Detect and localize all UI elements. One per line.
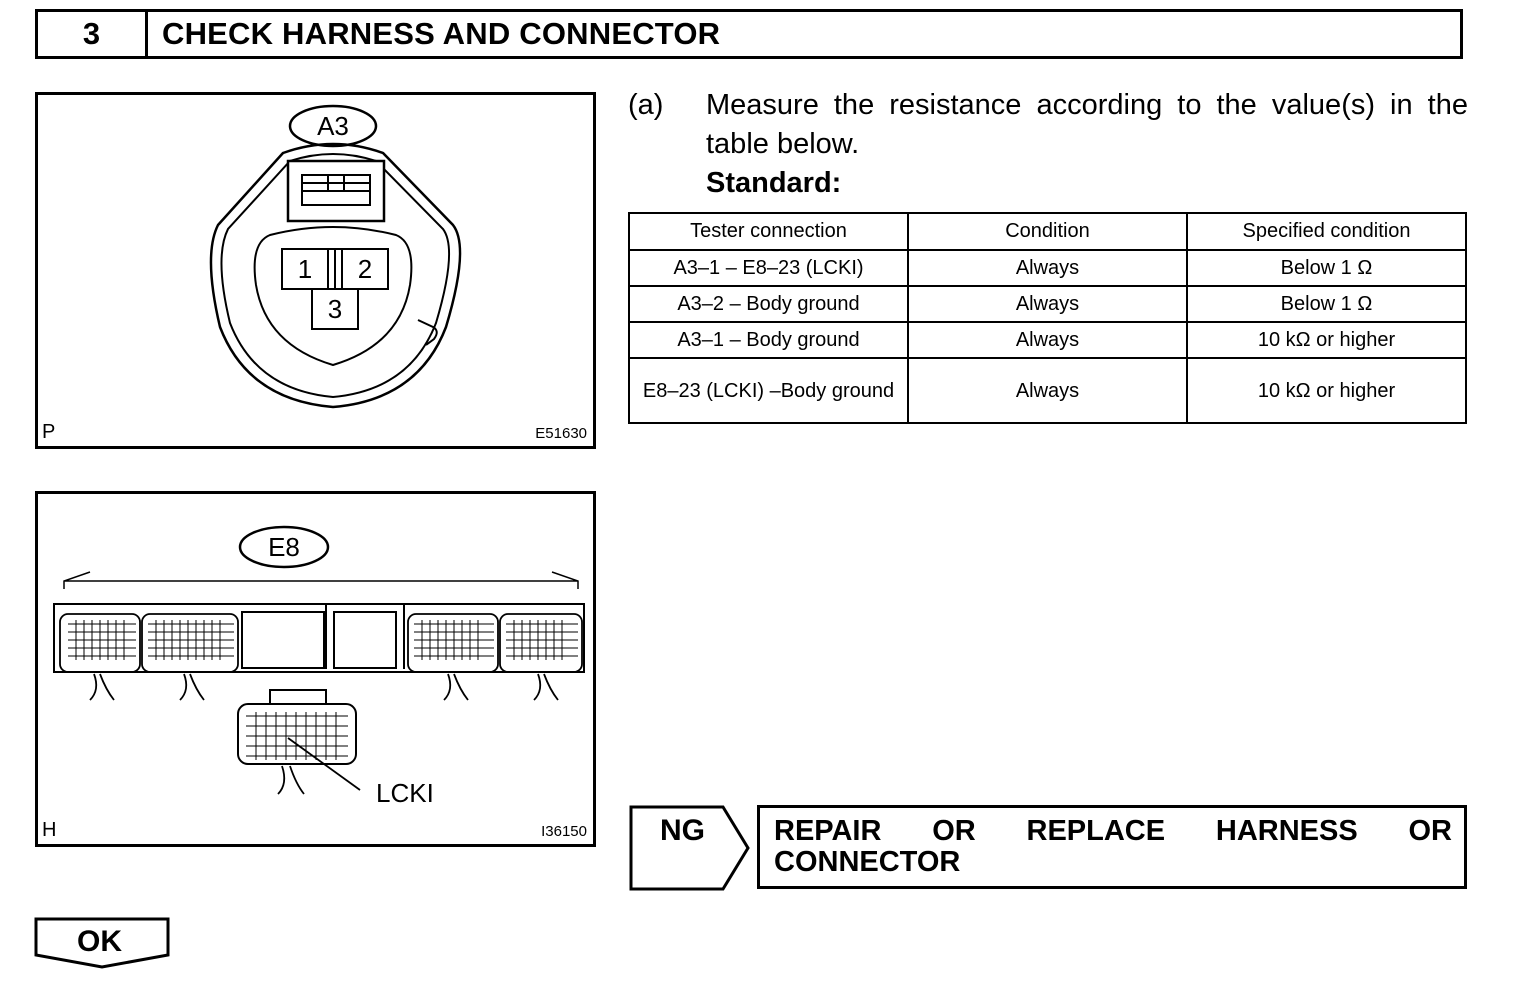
table-cell: A3–2 – Body ground <box>628 285 909 323</box>
table-row: A3–1 – E8–23 (LCKI) Always Below 1 Ω <box>628 249 1467 287</box>
e8-callout-label: E8 <box>268 532 300 562</box>
table-cell: Always <box>907 357 1188 424</box>
table-header: Specified condition <box>1186 212 1467 251</box>
ok-label: OK <box>77 925 122 958</box>
table-cell: 10 kΩ or higher <box>1186 357 1467 424</box>
e8-connector-drawing: E8 <box>53 525 585 808</box>
ng-arrow-icon <box>629 805 750 891</box>
figure-corner-letter: P <box>42 421 56 443</box>
ng-result-line1: REPAIR OR REPLACE HARNESS OR <box>774 816 1452 847</box>
ok-arrow-icon <box>34 917 170 969</box>
a3-connector-figure: A3 1 2 3 P E51630 <box>35 92 596 449</box>
ng-result-word: OR <box>932 815 976 847</box>
a3-pin-2: 2 <box>358 254 372 284</box>
table-row: E8–23 (LCKI) –Body ground Always 10 kΩ o… <box>628 357 1467 424</box>
a3-callout-label: A3 <box>317 111 349 141</box>
ng-label: NG <box>660 814 705 847</box>
lcki-pointer-label: LCKI <box>376 778 434 808</box>
table-header: Condition <box>907 212 1188 251</box>
table-cell: A3–1 – E8–23 (LCKI) <box>628 249 909 287</box>
ng-result-box: REPAIR OR REPLACE HARNESS OR CONNECTOR <box>757 805 1467 889</box>
e8-connector-figure: E8 <box>35 491 596 847</box>
table-cell: Below 1 Ω <box>1186 249 1467 287</box>
table-cell: E8–23 (LCKI) –Body ground <box>628 357 909 424</box>
ng-result-word: REPAIR <box>774 815 882 847</box>
instruction-block: (a) Measure the resistance according to … <box>628 86 1468 203</box>
a3-connector-drawing: A3 1 2 3 <box>209 104 462 409</box>
table-cell: Below 1 Ω <box>1186 285 1467 323</box>
figure-corner-letter: H <box>42 819 57 841</box>
step-number: 3 <box>38 12 148 56</box>
table-cell: A3–1 – Body ground <box>628 321 909 359</box>
instruction-text: Measure the resistance according to the … <box>706 89 1468 160</box>
a3-pin-1: 1 <box>298 254 312 284</box>
ng-result-line2: CONNECTOR <box>774 846 961 878</box>
spec-table: Tester connection Condition Specified co… <box>628 212 1467 424</box>
table-row: A3–1 – Body ground Always 10 kΩ or highe… <box>628 321 1467 359</box>
step-title: CHECK HARNESS AND CONNECTOR <box>162 16 721 51</box>
figure-id: E51630 <box>535 425 587 442</box>
step-header: 3 CHECK HARNESS AND CONNECTOR <box>35 9 1463 59</box>
figure-id: I36150 <box>541 823 587 840</box>
ecu-connector-group <box>59 613 583 673</box>
table-header: Tester connection <box>628 212 909 251</box>
standard-label: Standard: <box>706 167 842 199</box>
table-row: A3–2 – Body ground Always Below 1 Ω <box>628 285 1467 323</box>
table-cell: 10 kΩ or higher <box>1186 321 1467 359</box>
table-header-row: Tester connection Condition Specified co… <box>628 212 1467 251</box>
ng-result-word: HARNESS <box>1215 815 1358 847</box>
table-cell: Always <box>907 249 1188 287</box>
instruction-tag: (a) <box>628 89 664 121</box>
table-cell: Always <box>907 285 1188 323</box>
ng-result-word: OR <box>1408 815 1453 847</box>
ng-result-word: REPLACE <box>1026 815 1166 847</box>
table-cell: Always <box>907 321 1188 359</box>
a3-pin-3: 3 <box>328 294 342 324</box>
